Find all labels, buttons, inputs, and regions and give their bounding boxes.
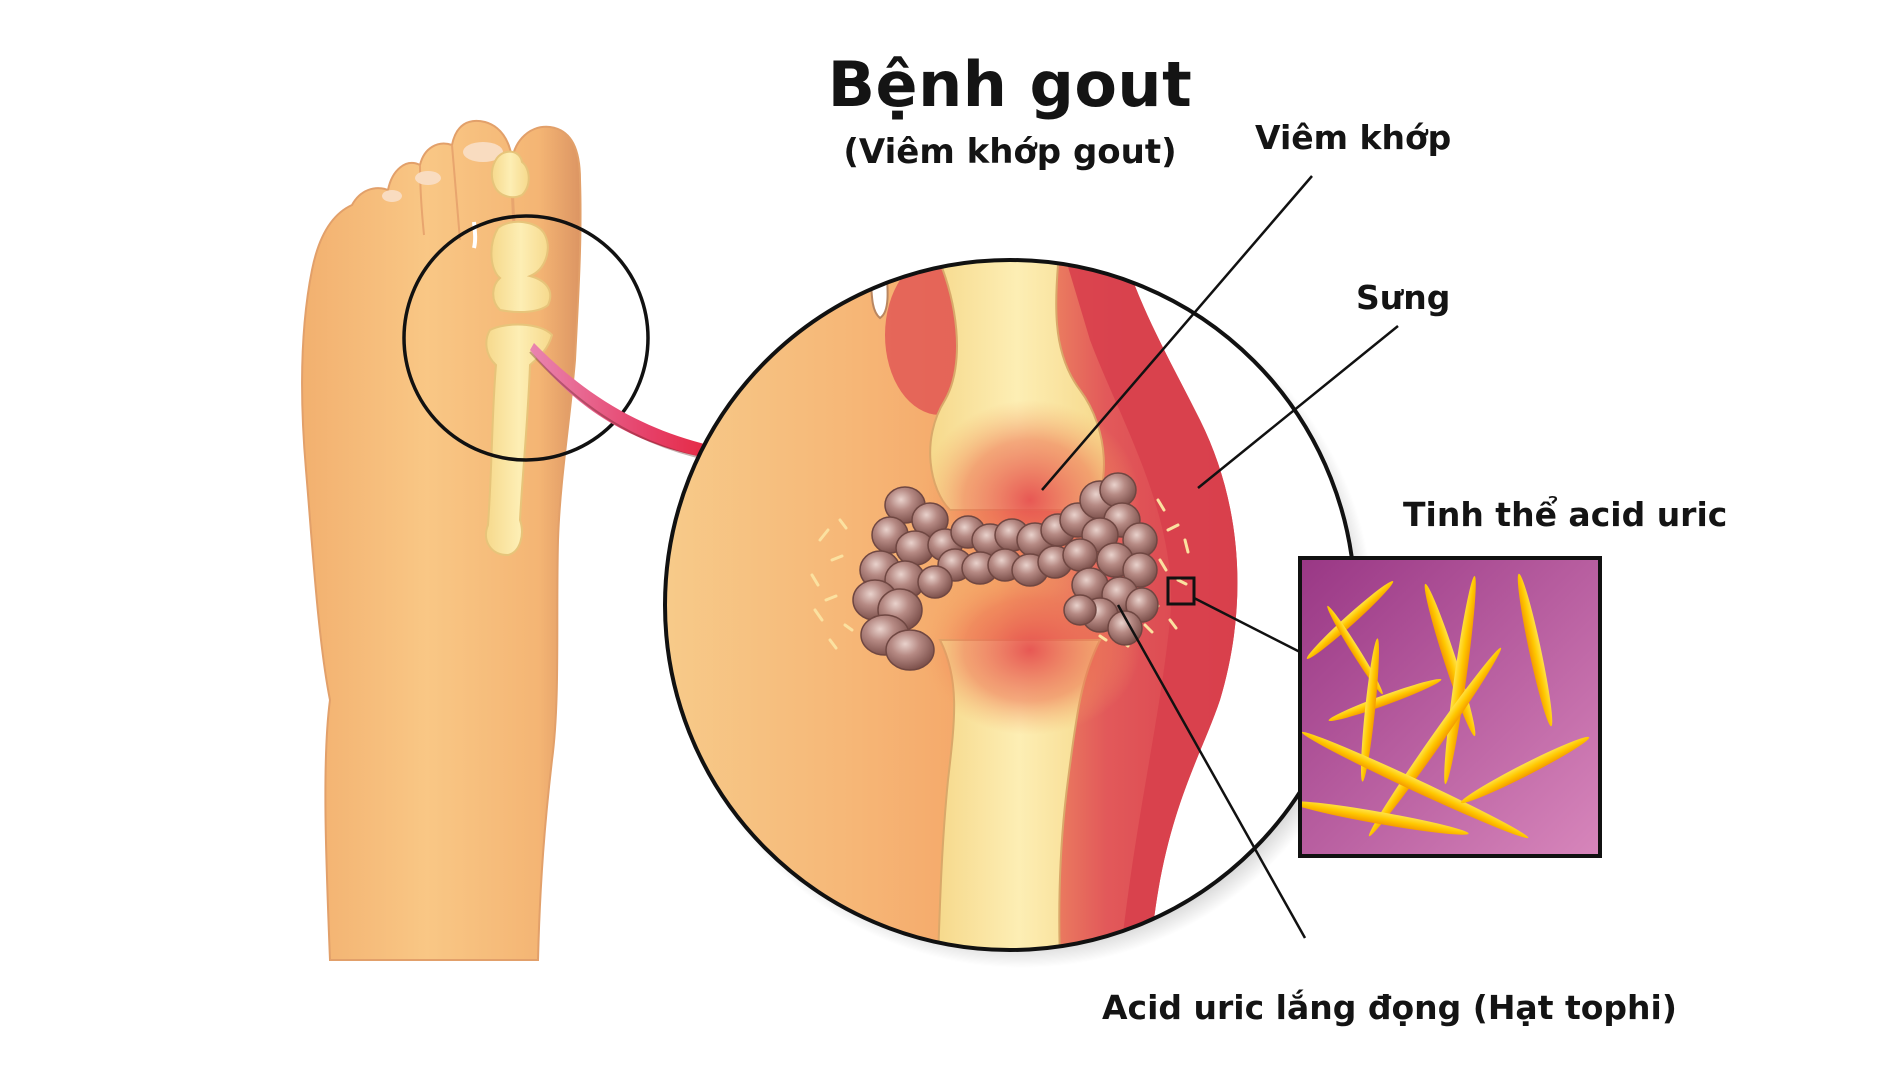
leader-line-crystal xyxy=(1193,596,1301,654)
label-uric-acid-crystals: Tinh thể acid uric xyxy=(1403,495,1728,534)
crystal-sample-marker xyxy=(1166,576,1196,606)
label-swelling: Sưng xyxy=(1356,278,1451,317)
crystal-needles xyxy=(1300,573,1590,839)
tophi-cluster xyxy=(852,472,1159,671)
leader-lines xyxy=(1041,175,1399,939)
highlight-circle xyxy=(402,214,650,462)
leader-line-swelling xyxy=(1197,325,1399,489)
foot-illustration xyxy=(301,120,650,961)
label-tophi-deposit: Acid uric lắng đọng (Hạt tophi) xyxy=(1102,988,1677,1027)
label-joint-inflammation: Viêm khớp xyxy=(1255,118,1452,157)
crystal-flecks xyxy=(810,498,1190,650)
diagram-subtitle: (Viêm khớp gout) xyxy=(843,132,1177,172)
leader-line-joint xyxy=(1041,175,1313,491)
leader-line-tophi xyxy=(1116,604,1307,939)
magnified-joint-circle xyxy=(663,258,1374,968)
crystal-magnification-box xyxy=(1298,556,1602,858)
diagram-title: Bệnh gout xyxy=(827,48,1193,121)
toe-bones xyxy=(485,150,554,557)
